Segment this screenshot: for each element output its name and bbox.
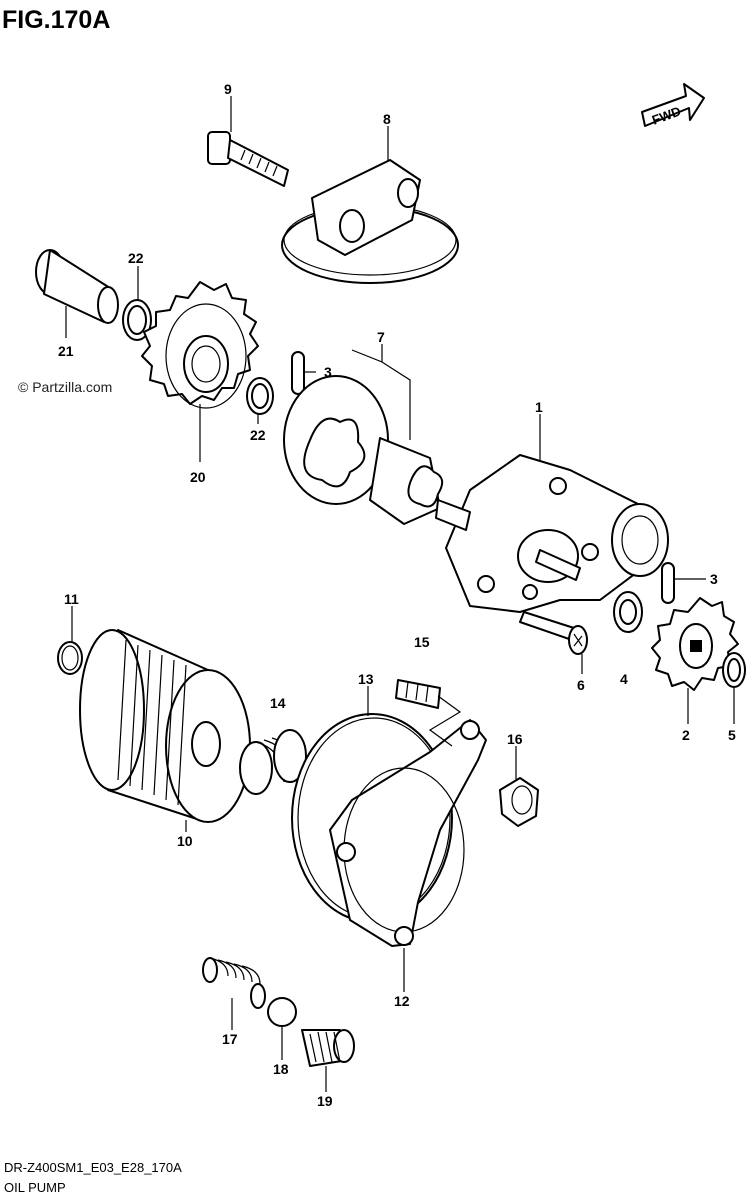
callout-8: 8 (383, 111, 391, 127)
callout-13: 13 (358, 671, 374, 687)
callout-22-lower: 22 (250, 427, 266, 443)
callout-18: 18 (273, 1061, 289, 1077)
callout-1: 1 (535, 399, 543, 415)
callout-numbers: 9 8 22 21 7 3 22 20 1 3 11 15 4 6 14 13 … (58, 81, 736, 1109)
part-7-rotor-set (283, 375, 444, 525)
part-15-pin (395, 679, 441, 709)
part-3-pin-lower (661, 562, 675, 604)
callout-2: 2 (682, 727, 690, 743)
part-8-cover (281, 159, 459, 284)
part-16-nut (499, 777, 539, 827)
callout-11: 11 (64, 591, 79, 607)
part-22-circlip-upper (122, 299, 152, 341)
callout-10: 10 (177, 833, 193, 849)
part-11-o-ring (57, 641, 83, 675)
callout-5: 5 (728, 727, 736, 743)
part-4-washer (613, 591, 643, 633)
callout-19: 19 (317, 1093, 333, 1109)
callout-3-upper: 3 (324, 364, 332, 380)
part-18-ball (267, 997, 297, 1027)
part-20-gear (141, 281, 259, 409)
part-14-spring (239, 729, 309, 795)
part-9-bolt (207, 131, 289, 187)
callout-20: 20 (190, 469, 206, 485)
part-19-plug (301, 1029, 355, 1067)
part-5-circlip (722, 652, 746, 688)
callout-16: 16 (507, 731, 523, 747)
callout-14: 14 (270, 695, 286, 711)
part-6-screw (519, 611, 588, 655)
part-21-shaft (35, 249, 119, 324)
part-3-pin-upper (291, 351, 305, 395)
part-12-filter-cap (329, 719, 487, 947)
figure-title: FIG.170A (2, 6, 110, 34)
leader-lines (65, 96, 735, 1092)
part-2-gear (651, 597, 739, 691)
callout-7: 7 (377, 329, 385, 345)
part-22-circlip-lower (246, 377, 274, 415)
part-10-oil-filter (79, 629, 251, 823)
part-17-spring (202, 957, 266, 1009)
callout-17: 17 (222, 1031, 238, 1047)
diagram-name: OIL PUMP (4, 1180, 66, 1195)
callout-21: 21 (58, 343, 74, 359)
callout-3-lower: 3 (710, 571, 718, 587)
callout-6: 6 (577, 677, 585, 693)
diagram-code: DR-Z400SM1_E03_E28_170A (4, 1160, 182, 1175)
fwd-arrow-icon: FWD (641, 83, 705, 128)
callout-9: 9 (224, 81, 232, 97)
callout-12: 12 (394, 993, 410, 1009)
callout-22-upper: 22 (128, 250, 144, 266)
callout-4: 4 (620, 671, 628, 687)
part-1-pump-body (435, 454, 669, 613)
watermark: © Partzilla.com (18, 379, 112, 395)
callout-15: 15 (414, 634, 430, 650)
